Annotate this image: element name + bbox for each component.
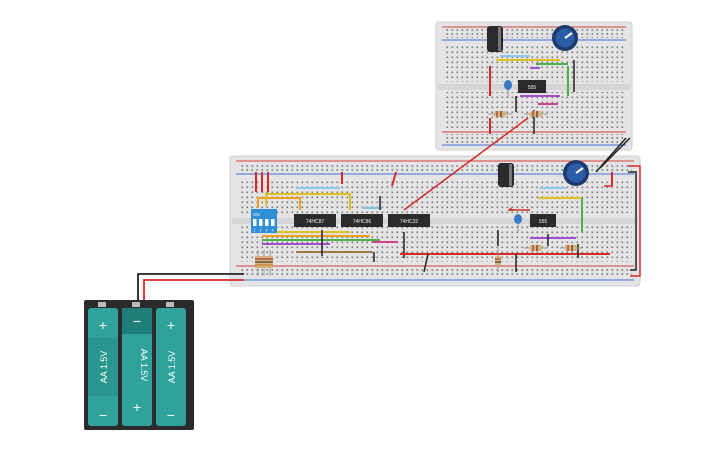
battery-cell: + − AA 1.5V [156, 308, 186, 426]
battery-cell-label: AA 1.5V [99, 351, 109, 384]
resistor[interactable] [524, 111, 548, 117]
inter-board-wires [137, 117, 641, 302]
electrolytic-capacitor[interactable] [487, 26, 503, 52]
chip-74hc32[interactable]: 74HC32 [388, 214, 430, 227]
ceramic-capacitor[interactable] [504, 80, 512, 98]
battery-terminal-label: − [167, 407, 175, 423]
battery-pack[interactable]: + − AA 1.5V − + AA 1.5V + − AA 1.5V [84, 300, 194, 430]
resistor[interactable] [495, 248, 501, 272]
chip-555-top[interactable]: 555 [518, 80, 546, 93]
chip-label: 555 [539, 219, 548, 225]
ceramic-capacitor[interactable] [514, 214, 522, 232]
dip-switch-position: 2 [260, 229, 262, 233]
main-board-wires [255, 171, 613, 273]
resistor[interactable] [560, 245, 582, 251]
battery-terminal-label: + [133, 399, 141, 415]
electrolytic-capacitor[interactable] [498, 163, 514, 187]
battery-terminal-label: − [133, 313, 141, 329]
resistor-array[interactable] [255, 250, 273, 276]
dip-switch-position: 4 [272, 229, 274, 233]
battery-cell: − + AA 1.5V [122, 308, 152, 426]
battery-terminal-label: + [167, 317, 175, 333]
potentiometer[interactable] [552, 25, 578, 51]
chip-label: 74HC87 [306, 219, 325, 225]
battery-cell-label: AA 1.5V [167, 351, 177, 384]
chip-555-main[interactable]: 555 [530, 214, 556, 227]
dip-switch[interactable]: ON 1 2 3 4 [251, 209, 277, 233]
resistor[interactable] [524, 245, 548, 251]
chip-label: 74HC86 [353, 219, 372, 225]
dip-switch-lever[interactable] [253, 219, 257, 226]
battery-cell-label: AA 1.5V [139, 349, 149, 382]
chip-label: 74HC32 [400, 219, 419, 225]
dip-switch-lever[interactable] [265, 219, 269, 226]
chip-74hc86[interactable]: 74HC86 [341, 214, 383, 227]
battery-terminal-label: + [99, 317, 107, 333]
potentiometer[interactable] [563, 160, 589, 186]
battery-cell: + − AA 1.5V [88, 308, 118, 426]
resistor[interactable] [488, 111, 512, 117]
dip-switch-lever[interactable] [259, 219, 263, 226]
dip-switch-lever[interactable] [271, 219, 275, 226]
chip-label: 555 [528, 85, 537, 91]
chip-74hc87[interactable]: 74HC87 [294, 214, 336, 227]
dip-switch-on-label: ON [253, 212, 260, 217]
dip-switch-position: 1 [254, 229, 256, 233]
dip-switch-position: 3 [266, 229, 268, 233]
battery-terminal-label: − [99, 407, 107, 423]
